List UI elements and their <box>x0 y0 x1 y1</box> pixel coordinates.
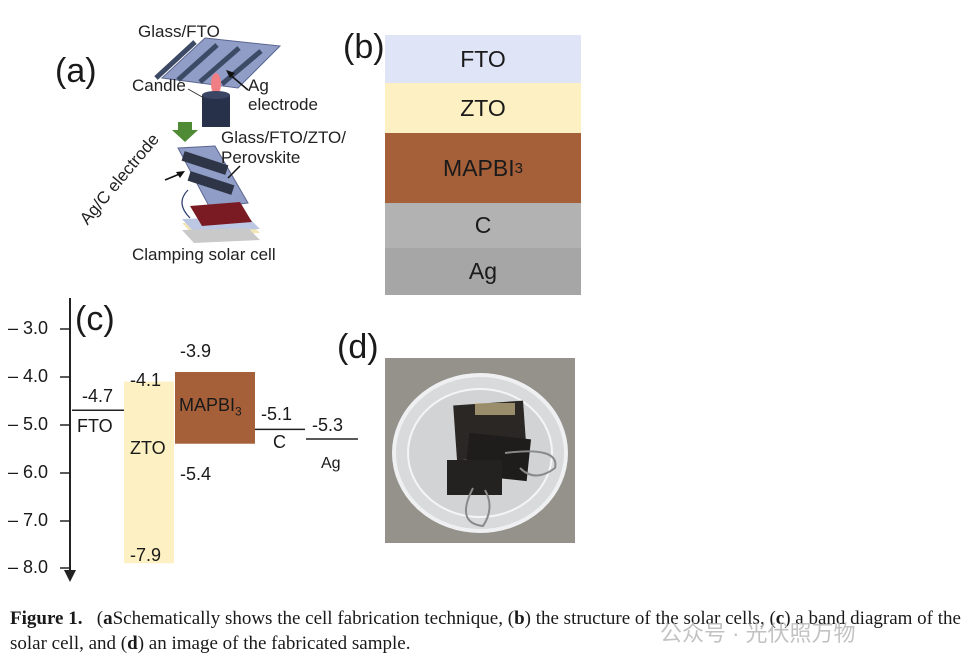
watermark: 公众号 · 光伏照万物 <box>660 621 856 646</box>
y-axis-arrow-icon <box>64 570 76 582</box>
ag-material-label: Ag <box>321 455 341 472</box>
candle-flame-icon <box>211 73 221 95</box>
zto-bottom-label: -7.9 <box>130 545 162 565</box>
layer-zto: ZTO <box>385 83 581 133</box>
down-arrow-icon <box>172 122 198 142</box>
c-material-label: C <box>273 432 286 452</box>
zto-top-label: -4.1 <box>130 370 162 390</box>
glass-fto-zto-label-2: Perovskite <box>221 148 301 167</box>
glass-fto-label: Glass/FTO <box>138 22 220 41</box>
glass-fto-zto-label-1: Glass/FTO/ZTO/ <box>221 128 346 147</box>
mapbi3-band-bar <box>175 372 255 444</box>
figure-number: Figure 1. <box>10 608 83 629</box>
y-tick-label: – 8.0 <box>8 557 49 577</box>
c-value-label: -5.1 <box>261 404 293 424</box>
panel-a-label: (a) <box>55 52 97 90</box>
fabricated-sample-photo <box>385 358 575 543</box>
glass-fto-slide <box>154 37 282 89</box>
y-tick-label: – 5.0 <box>8 414 49 434</box>
fabrication-schematic <box>154 37 282 243</box>
zto-material-label: ZTO <box>130 438 166 458</box>
solar-cell-stack <box>182 202 260 243</box>
y-tick-label: – 7.0 <box>8 510 49 530</box>
y-tick-label: – 3.0 <box>8 318 49 338</box>
ag-electrode-label-2: electrode <box>248 95 318 114</box>
layer-ag: Ag <box>385 248 581 295</box>
fto-value-label: -4.7 <box>82 386 114 406</box>
zto-band-bar <box>124 381 174 564</box>
mapbi3-top-label: -3.9 <box>180 341 212 361</box>
panel-b-label: (b) <box>343 28 385 66</box>
mapbi3-material-label: MAPBI3 <box>179 395 242 419</box>
y-tick-label: – 4.0 <box>8 366 49 386</box>
mapbi3-bottom-label: -5.4 <box>180 464 212 484</box>
clamping-label: Clamping solar cell <box>132 245 276 264</box>
panel-c-label: (c) <box>75 300 115 338</box>
y-tick-label: – 6.0 <box>8 462 49 482</box>
candle-icon <box>202 91 230 127</box>
ag-value-label: -5.3 <box>312 415 344 435</box>
perovskite-slide <box>177 145 249 209</box>
panel-d-label: (d) <box>337 328 379 366</box>
candle-label: Candle <box>132 76 186 95</box>
layer-c: C <box>385 203 581 248</box>
layer-fto: FTO <box>385 35 581 83</box>
fto-material-label: FTO <box>77 416 113 436</box>
figure-caption: Figure 1. (aSchematically shows the cell… <box>10 608 961 654</box>
ag-electrode-label-1: Ag <box>248 76 269 95</box>
